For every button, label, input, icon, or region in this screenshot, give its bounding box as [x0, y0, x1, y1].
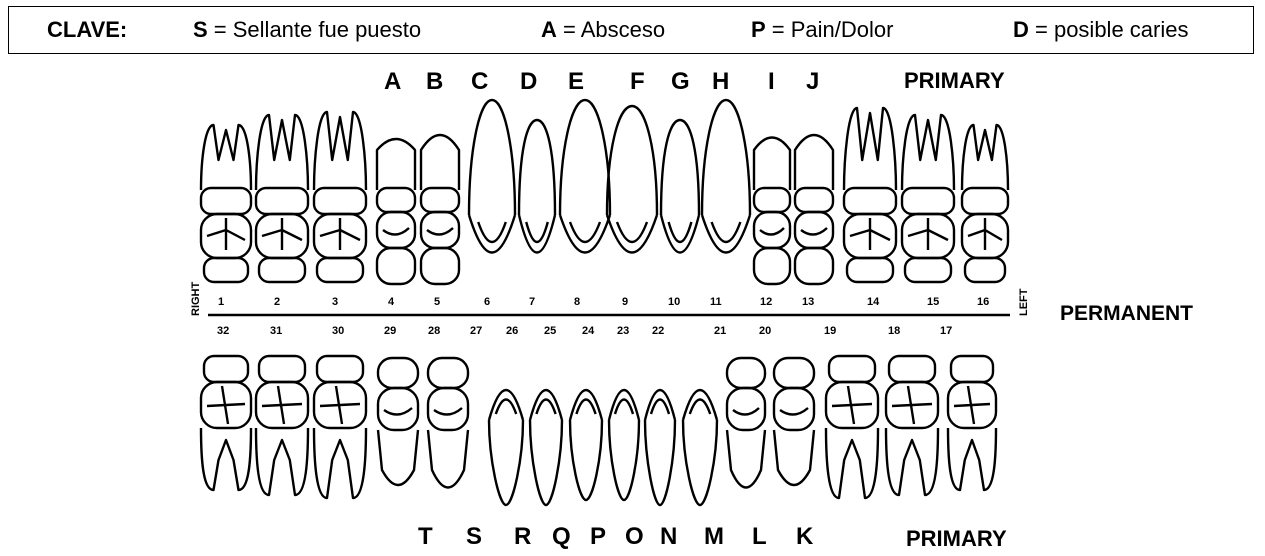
upper-tooth-1: [201, 125, 251, 282]
lower-tooth-26: [530, 390, 562, 505]
upper-tooth-9: [607, 106, 657, 253]
upper-tooth-11: [702, 100, 750, 253]
upper-tooth-3: [314, 112, 366, 282]
upper-tooth-5: [421, 135, 459, 284]
upper-tooth-4: [377, 139, 415, 284]
lower-tooth-19: [826, 356, 878, 498]
lower-tooth-22: [683, 390, 717, 505]
upper-tooth-7: [519, 120, 555, 253]
upper-tooth-14: [844, 108, 896, 282]
lower-tooth-29: [378, 358, 418, 485]
upper-tooth-15: [902, 115, 954, 282]
upper-tooth-6: [469, 100, 515, 253]
upper-tooth-8: [560, 100, 610, 253]
lower-tooth-24: [609, 390, 639, 500]
lower-tooth-30: [314, 356, 366, 498]
upper-tooth-16: [962, 125, 1008, 282]
lower-tooth-21: [727, 358, 765, 488]
lower-tooth-25: [570, 390, 602, 500]
upper-tooth-10: [661, 120, 699, 253]
lower-tooth-27: [489, 390, 523, 505]
upper-tooth-2: [256, 115, 308, 282]
lower-tooth-31: [256, 356, 308, 495]
lower-tooth-18: [886, 356, 938, 495]
lower-tooth-28: [428, 358, 468, 488]
lower-tooth-20: [774, 358, 814, 485]
lower-tooth-32: [201, 356, 251, 490]
lower-tooth-23: [645, 390, 675, 505]
upper-tooth-13: [795, 135, 833, 284]
upper-tooth-12: [754, 138, 790, 285]
lower-tooth-17: [948, 356, 996, 490]
